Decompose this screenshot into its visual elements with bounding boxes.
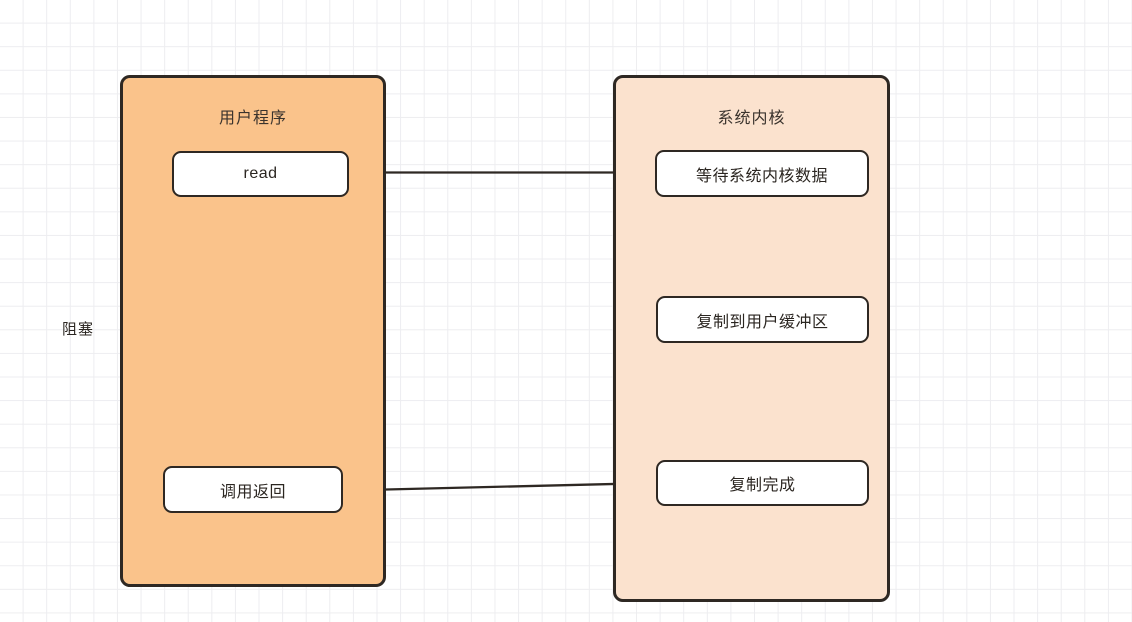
panel-user-program-title: 用户程序 (218, 110, 287, 127)
node-call-return[interactable]: 调用返回 (163, 466, 343, 513)
node-copy-complete-label: 复制完成 (729, 477, 796, 494)
edge-done-to-return (345, 481, 655, 495)
node-read-label: read (243, 165, 278, 182)
node-wait-for-kernel-data[interactable]: 等待系统内核数据 (655, 150, 869, 197)
node-read[interactable]: read (172, 151, 349, 197)
node-call-return-label: 调用返回 (219, 483, 286, 501)
panel-system-kernel-title: 系统内核 (717, 110, 786, 127)
node-copy-to-user-buffer-label: 复制到用户缓冲区 (696, 313, 829, 331)
blocking-label: 阻塞 (62, 321, 95, 338)
node-copy-complete[interactable]: 复制完成 (656, 460, 869, 506)
node-copy-to-user-buffer[interactable]: 复制到用户缓冲区 (656, 296, 869, 343)
node-wait-for-kernel-data-label: 等待系统内核数据 (695, 167, 828, 185)
